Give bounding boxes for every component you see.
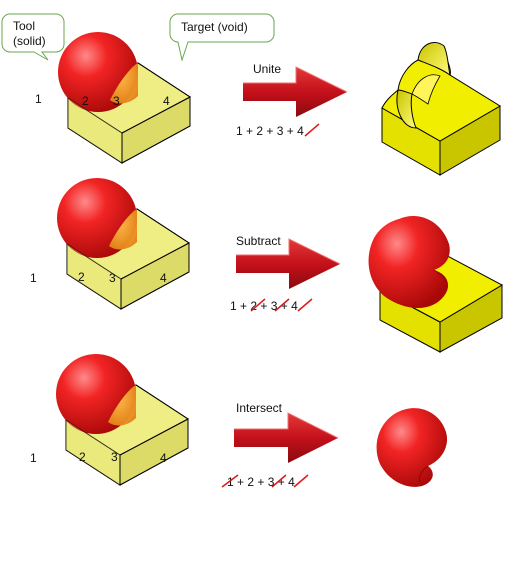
region-label-4: 4	[160, 451, 167, 465]
tool-callout-line-1: Tool	[13, 19, 35, 33]
region-label-4: 4	[160, 271, 167, 285]
unite-result-shape	[381, 42, 501, 176]
operation-label: Intersect	[236, 401, 283, 415]
result-arrow	[243, 66, 348, 117]
input-cube-with-tool-sphere	[55, 353, 189, 486]
result-arrow	[236, 238, 341, 289]
subtract-row: 1 2 3 4 Subtract 1 + 2 + 3 + 4	[30, 177, 504, 353]
strikethrough-mark	[221, 474, 239, 488]
region-label-3: 3	[113, 94, 120, 108]
tool-callout: Tool (solid)	[1, 13, 65, 61]
formula: 1 + 2 + 3 + 4	[230, 298, 313, 313]
strikethrough-mark	[293, 474, 309, 488]
formula-operator: +	[283, 124, 297, 138]
region-label-1: 1	[35, 92, 42, 106]
formula-operator: +	[263, 124, 277, 138]
formula-term-struck: 4	[288, 475, 295, 489]
intersect-row: 1 2 3 4 Intersect 1 + 2 + 3 + 4	[30, 353, 448, 489]
formula-operator: +	[234, 475, 248, 489]
region-label-2: 2	[82, 94, 89, 108]
formula-operator: +	[277, 299, 291, 313]
operation-label: Subtract	[236, 234, 281, 248]
formula-term-struck: 4	[297, 124, 304, 138]
intersect-result-shape	[376, 408, 448, 487]
region-label-3: 3	[111, 450, 118, 464]
formula-text: 1 + 2 + 3 + 4	[236, 124, 304, 138]
formula-term-struck: 1	[227, 475, 234, 489]
formula-text: 1 + 2 + 3 + 4	[230, 299, 298, 313]
region-label-2: 2	[78, 270, 85, 284]
tool-callout-line-2: (solid)	[13, 34, 46, 48]
region-label-2: 2	[79, 450, 86, 464]
formula-term-struck: 2	[250, 299, 257, 313]
formula-term-struck: 3	[271, 299, 278, 313]
formula-term-struck: 4	[291, 299, 298, 313]
strikethrough-mark	[304, 123, 320, 137]
target-callout: Target (void)	[169, 13, 275, 62]
input-cube-with-tool-sphere	[57, 31, 191, 164]
subtract-result-shape	[368, 215, 504, 353]
formula-operator: +	[237, 299, 251, 313]
formula: 1 + 2 + 3 + 4	[221, 474, 309, 489]
formula-term: 3	[277, 124, 284, 138]
formula-operator: +	[257, 299, 271, 313]
strikethrough-mark	[271, 474, 287, 488]
input-cube-with-tool-sphere	[56, 177, 190, 310]
result-arrow	[234, 412, 339, 463]
formula-term-struck: 3	[268, 475, 275, 489]
strikethrough-mark	[250, 298, 266, 312]
formula-operator: +	[274, 475, 288, 489]
formula-term: 1	[230, 299, 237, 313]
formula-operator: +	[243, 124, 257, 138]
formula: 1 + 2 + 3 + 4	[236, 123, 320, 138]
formula-text: 1 + 2 + 3 + 4	[227, 475, 295, 489]
operation-label: Unite	[253, 62, 281, 76]
region-label-4: 4	[163, 94, 170, 108]
region-label-1: 1	[30, 451, 37, 465]
formula-term: 1	[236, 124, 243, 138]
unite-row: 1 2 3 4 Tool (solid) Target (void) Unite…	[1, 13, 501, 176]
strikethrough-mark	[297, 298, 313, 312]
formula-operator: +	[254, 475, 268, 489]
target-callout-text: Target (void)	[181, 20, 248, 34]
formula-term: 2	[256, 124, 263, 138]
region-label-3: 3	[109, 271, 116, 285]
region-label-1: 1	[30, 271, 37, 285]
formula-term: 2	[247, 475, 254, 489]
strikethrough-mark	[274, 298, 290, 312]
